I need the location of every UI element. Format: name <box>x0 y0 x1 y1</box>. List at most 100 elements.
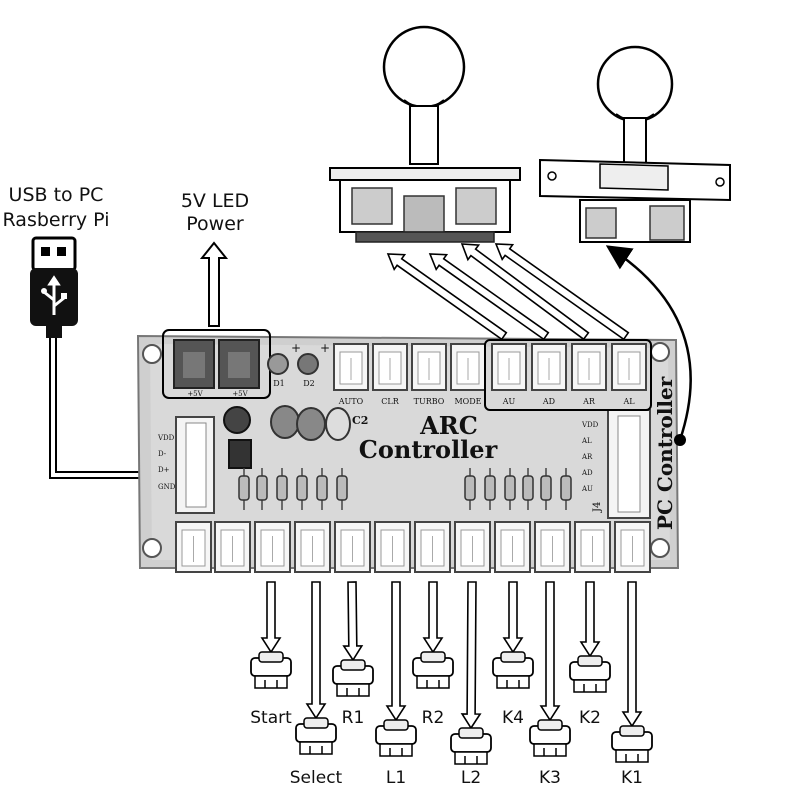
top-connector-7 <box>611 343 647 391</box>
resistor <box>464 475 476 501</box>
button-label: K2 <box>579 708 601 728</box>
top-connector-2 <box>411 343 447 391</box>
led-label-line1: 5V LED <box>180 190 250 212</box>
button-arrow-1 <box>305 581 327 720</box>
button-label: K3 <box>539 768 561 788</box>
top-connector-label: TURBO <box>414 397 445 406</box>
usb-connector <box>175 416 215 514</box>
curve-arrow-dot <box>674 434 686 446</box>
bottom-connectors <box>175 521 651 573</box>
right-pin-label: AU <box>581 485 593 493</box>
usb-plug-icon <box>30 236 78 338</box>
joystick-arrow-0 <box>386 253 508 341</box>
led-pin-1: +5V <box>187 390 203 398</box>
resistor <box>560 475 572 501</box>
button-arrow-6 <box>502 581 524 654</box>
joystick-arrow-3 <box>494 243 630 341</box>
button-wire-arrows <box>260 581 643 730</box>
bottom-connector-9 <box>534 521 571 573</box>
bottom-connector-11 <box>614 521 651 573</box>
resistors <box>238 468 572 510</box>
joystick-header-group <box>484 339 652 411</box>
c2-label: C2 <box>352 414 368 427</box>
push-button-icon <box>295 717 337 755</box>
button-arrow-7 <box>539 581 561 722</box>
bottom-connector-0 <box>175 521 212 573</box>
button-arrow-4 <box>422 581 444 654</box>
capacitors <box>223 405 351 469</box>
push-button-icon <box>412 651 454 689</box>
left-pin-label: GND <box>158 483 176 491</box>
bottom-connector-10 <box>574 521 611 573</box>
d1-led <box>267 353 289 375</box>
bottom-connector-6 <box>414 521 451 573</box>
right-pin-label: AR <box>581 453 593 461</box>
resistor <box>296 475 308 501</box>
top-connector-label: AL <box>622 397 635 406</box>
button-arrow-8 <box>579 581 601 658</box>
push-button-icon <box>529 719 571 757</box>
button-label: K1 <box>621 768 643 788</box>
plus-mark-2: + <box>320 341 330 355</box>
top-connector-label: MODE <box>454 397 481 406</box>
button-arrow-5 <box>460 581 482 730</box>
board-title-line1: ARC <box>419 411 478 440</box>
d1-label: D1 <box>273 379 285 388</box>
button-label: Start <box>250 708 292 728</box>
push-button-icon <box>492 651 534 689</box>
push-button-icon <box>569 655 611 693</box>
d2-label: D2 <box>303 379 315 388</box>
joystick-right-icon <box>539 45 731 243</box>
joystick-wire-arrows <box>386 243 630 341</box>
resistor <box>504 475 516 501</box>
resistor <box>540 475 552 501</box>
bottom-connector-3 <box>294 521 331 573</box>
top-connector-1 <box>372 343 408 391</box>
top-connector-5 <box>531 343 567 391</box>
bottom-connector-1 <box>214 521 251 573</box>
button-label: L1 <box>385 768 407 788</box>
push-button-icon <box>611 725 653 763</box>
right-joystick-curve-arrow <box>605 245 692 441</box>
led-power-connector <box>162 329 271 399</box>
button-arrow-9 <box>621 581 643 728</box>
joystick-left-icon <box>329 25 521 243</box>
usb-cable <box>49 338 170 479</box>
joystick-arrow-1 <box>428 253 550 341</box>
button-label: Select <box>289 768 343 788</box>
left-pin-label: VDD <box>157 434 175 442</box>
resistor <box>276 475 288 501</box>
top-connector-label: AR <box>582 397 596 406</box>
usb-label-line2: Rasberry Pi <box>2 209 110 231</box>
joystick-connector <box>607 409 651 519</box>
right-pin-label: VDD <box>581 421 599 429</box>
led-label-line2: Power <box>186 213 244 235</box>
push-buttons <box>250 651 653 765</box>
side-title: PC Controller <box>653 376 677 530</box>
bottom-connector-4 <box>334 521 371 573</box>
top-connector-4 <box>491 343 527 391</box>
button-arrow-0 <box>260 581 282 654</box>
plus-mark-1: + <box>291 341 301 355</box>
push-button-icon <box>450 727 492 765</box>
board-title-line2: Controller <box>359 435 498 464</box>
resistor <box>484 475 496 501</box>
left-pin-label: D+ <box>158 466 170 474</box>
button-label: R2 <box>421 708 445 728</box>
resistor <box>522 475 534 501</box>
resistor <box>256 475 268 501</box>
button-label: R1 <box>341 708 365 728</box>
right-pin-label: AD <box>581 469 593 477</box>
resistor <box>336 475 348 501</box>
push-button-icon <box>332 659 374 697</box>
pcb-board <box>136 334 680 569</box>
top-connector-6 <box>571 343 607 391</box>
j4-label: J4 <box>592 502 603 513</box>
button-label: L2 <box>460 768 482 788</box>
bottom-connector-8 <box>494 521 531 573</box>
top-connector-label: AU <box>502 397 516 406</box>
top-connector-3 <box>450 343 486 391</box>
